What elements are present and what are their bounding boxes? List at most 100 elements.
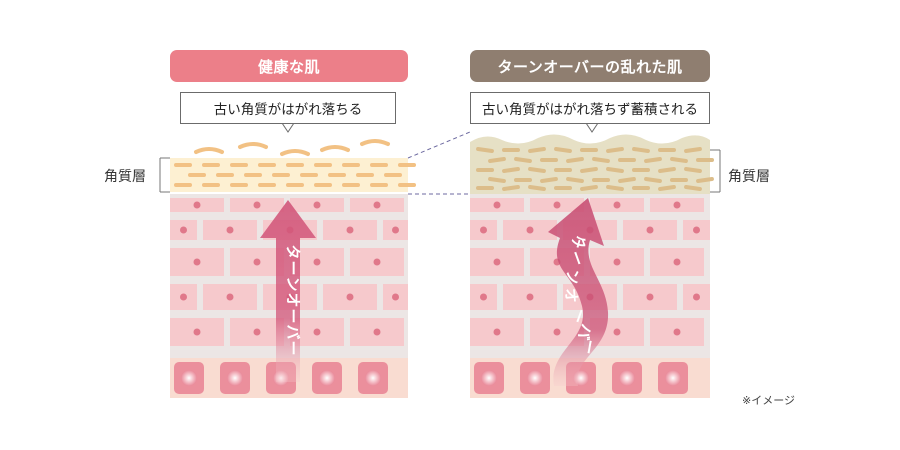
stratum-dash: [286, 163, 304, 167]
left-falling-flakes: [194, 139, 390, 156]
cell-nucleus: [673, 201, 681, 209]
stratum-dash: [618, 177, 636, 183]
stratum-dash: [230, 183, 248, 187]
stratum-dash: [502, 185, 520, 191]
stratum-dash: [328, 173, 346, 177]
stratum-dash: [644, 157, 662, 163]
stratum-dash: [476, 147, 494, 153]
stratum-dash: [632, 168, 650, 172]
cell-nucleus: [226, 293, 234, 301]
cell-nucleus: [253, 258, 261, 266]
left-title: 健康な肌: [257, 57, 320, 76]
basal-nucleus: [365, 370, 381, 386]
cell-nucleus: [693, 293, 700, 301]
arrow-char: タ: [568, 232, 590, 252]
stratum-dash: [314, 163, 332, 167]
stratum-dash: [696, 177, 714, 183]
cell-nucleus: [392, 293, 399, 301]
left-title-pill: 健康な肌: [170, 50, 408, 82]
stratum-dash: [488, 157, 506, 163]
stratum-dash: [502, 167, 520, 173]
stratum-dash: [188, 173, 206, 177]
arrow-char: オ: [561, 287, 580, 304]
left-layer-label: 角質層: [104, 169, 146, 185]
stratum-dash: [342, 163, 360, 167]
cell-nucleus: [313, 258, 321, 266]
stratum-dash: [606, 167, 624, 173]
cell-nucleus: [613, 258, 621, 266]
stratum-dash: [554, 168, 572, 172]
stratum-dash: [618, 158, 636, 162]
cell-nucleus: [480, 226, 487, 234]
stratum-dash: [684, 147, 702, 153]
stratum-dash: [696, 158, 714, 162]
right-callout-pointer: [585, 122, 599, 133]
stratum-dash: [488, 177, 506, 183]
stratum-dash: [540, 177, 558, 183]
cell-nucleus: [392, 226, 399, 234]
stratum-dash: [566, 177, 584, 183]
stratum-dash: [528, 167, 546, 173]
stratum-dash: [514, 178, 532, 182]
cell-nucleus: [493, 201, 501, 209]
stratum-dash: [258, 163, 276, 167]
cell-nucleus: [526, 226, 534, 234]
cell-nucleus: [373, 258, 381, 266]
cell-nucleus: [613, 328, 621, 336]
stratum-dash: [528, 185, 546, 191]
right-callout-text: 古い角質がはがれ落ちず蓄積される: [482, 102, 698, 118]
stratum-dash: [370, 163, 388, 167]
stratum-dash: [230, 163, 248, 167]
cell-nucleus: [193, 258, 201, 266]
arrow-char: ー: [284, 260, 302, 275]
stratum-dash: [342, 183, 360, 187]
cell-nucleus: [480, 293, 487, 301]
basal-nucleus: [481, 370, 497, 386]
cell-nucleus: [373, 201, 381, 209]
stratum-dash: [216, 173, 234, 177]
left-turnover-arrow: [260, 200, 316, 382]
cell-nucleus: [253, 201, 261, 209]
stratum-dash: [658, 148, 676, 152]
basal-nucleus: [319, 370, 335, 386]
stratum-dash: [502, 148, 520, 152]
flake: [320, 145, 350, 152]
right-turnover-arrow: [548, 198, 609, 386]
stratum-dash: [398, 163, 416, 167]
cell-nucleus: [313, 201, 321, 209]
stratum-dash: [606, 147, 624, 153]
right-layer-label: 角質層: [728, 169, 770, 185]
cell-nucleus: [526, 293, 534, 301]
cell-nucleus: [646, 226, 654, 234]
cell-nucleus: [553, 201, 561, 209]
flake: [360, 139, 390, 146]
stratum-dash: [202, 163, 220, 167]
cell-nucleus: [180, 293, 187, 301]
stratum-dash: [670, 157, 688, 163]
stratum-dash: [670, 178, 688, 182]
connector-top: [407, 131, 471, 159]
image-note: ※イメージ: [742, 394, 795, 407]
stratum-dash: [244, 173, 262, 177]
arrow-char: バ: [574, 322, 596, 342]
right-stratum-dashes: [476, 147, 714, 191]
cell-nucleus: [613, 201, 621, 209]
right-title: ターンオーバーの乱れた肌: [497, 57, 683, 76]
stratum-dash: [580, 148, 598, 152]
left-callout-pointer: [281, 122, 295, 133]
arrow-char: バ: [284, 324, 302, 339]
stratum-dash: [540, 158, 558, 162]
stratum-dash: [528, 147, 546, 153]
cell-nucleus: [346, 226, 354, 234]
cell-nucleus: [193, 201, 201, 209]
stratum-dash: [300, 173, 318, 177]
stratum-dash: [514, 157, 532, 163]
stratum-dash: [174, 183, 192, 187]
cell-nucleus: [493, 258, 501, 266]
right-skin-section: ターンオーバー: [470, 134, 714, 398]
stratum-dash: [606, 185, 624, 191]
flake: [238, 142, 268, 149]
left-callout: 古い角質がはがれ落ちる: [180, 92, 396, 124]
left-skin-section: ターンオーバー: [170, 139, 416, 398]
